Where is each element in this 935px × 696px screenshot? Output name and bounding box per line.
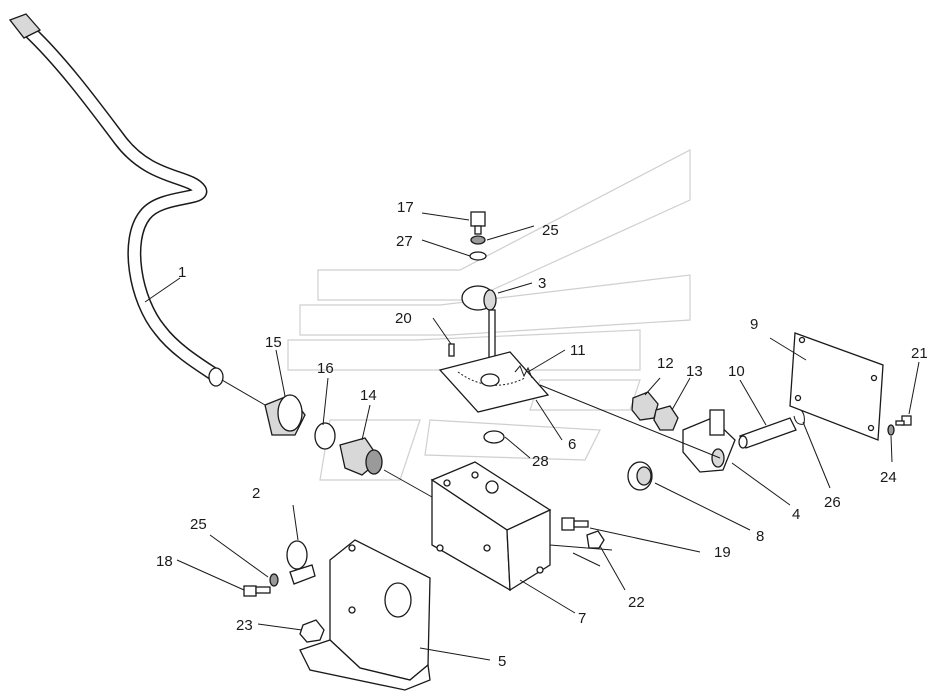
nut-part-23 [299, 619, 325, 643]
nut-part-15 [264, 394, 306, 436]
ring-part-16 [314, 422, 336, 450]
bolt-part-18 [243, 585, 271, 597]
callout-20: 20 [395, 310, 412, 327]
washer-part-25-lower [269, 573, 279, 587]
callout-6: 6 [568, 436, 576, 453]
clamp-part-2 [286, 540, 316, 585]
shaft-part-10 [738, 417, 797, 449]
callout-12: 12 [657, 355, 674, 372]
lever-part-3 [461, 285, 497, 366]
washer-part-25-top [470, 235, 486, 245]
callout-27: 27 [396, 233, 413, 250]
watermark-logo [287, 149, 691, 481]
pin-part-20 [448, 343, 455, 357]
cover-part-9 [789, 332, 884, 441]
callout-21: 21 [911, 345, 928, 362]
bracket-part-5 [299, 539, 431, 691]
callout-2: 2 [252, 485, 260, 502]
callout-1: 1 [178, 264, 186, 281]
callout-24: 24 [880, 469, 897, 486]
plate-part-6 [438, 351, 550, 413]
lever-block-part-4 [682, 409, 736, 473]
screw-part-21 [895, 415, 912, 426]
callout-25-top: 25 [542, 222, 559, 239]
bolt-part-19 [561, 517, 589, 531]
callout-16: 16 [317, 360, 334, 377]
leader-lines [144, 212, 920, 661]
bolt-part-17 [470, 211, 486, 235]
callout-18: 18 [156, 553, 173, 570]
callout-8: 8 [756, 528, 764, 545]
washer-part-24 [887, 424, 895, 436]
callout-25-lower: 25 [190, 516, 207, 533]
callout-10: 10 [728, 363, 745, 380]
valve-block-part-7 [430, 461, 552, 592]
callout-labels: 1 2 3 4 5 6 7 8 9 10 11 12 13 14 15 16 1… [156, 199, 928, 670]
callout-19: 19 [714, 544, 731, 561]
nut-part-12 [631, 391, 659, 421]
oring-part-28 [483, 430, 505, 444]
callout-7: 7 [578, 610, 586, 627]
callout-15: 15 [265, 334, 282, 351]
callout-28: 28 [532, 453, 549, 470]
callout-11: 11 [570, 342, 586, 359]
callout-13: 13 [686, 363, 703, 380]
callout-14: 14 [360, 387, 377, 404]
callout-26: 26 [824, 494, 841, 511]
bushing-part-8 [627, 461, 653, 491]
callout-17: 17 [397, 199, 414, 216]
callout-9: 9 [750, 316, 758, 333]
pipe-part [8, 13, 224, 387]
washer-part-27 [469, 251, 487, 261]
callout-23: 23 [236, 617, 253, 634]
callout-22: 22 [628, 594, 645, 611]
nut-part-13 [653, 405, 679, 431]
callout-3: 3 [538, 275, 546, 292]
nut-part-22 [586, 530, 605, 549]
callout-4: 4 [792, 506, 800, 523]
fitting-part-14 [339, 437, 383, 476]
callout-5: 5 [498, 653, 506, 670]
